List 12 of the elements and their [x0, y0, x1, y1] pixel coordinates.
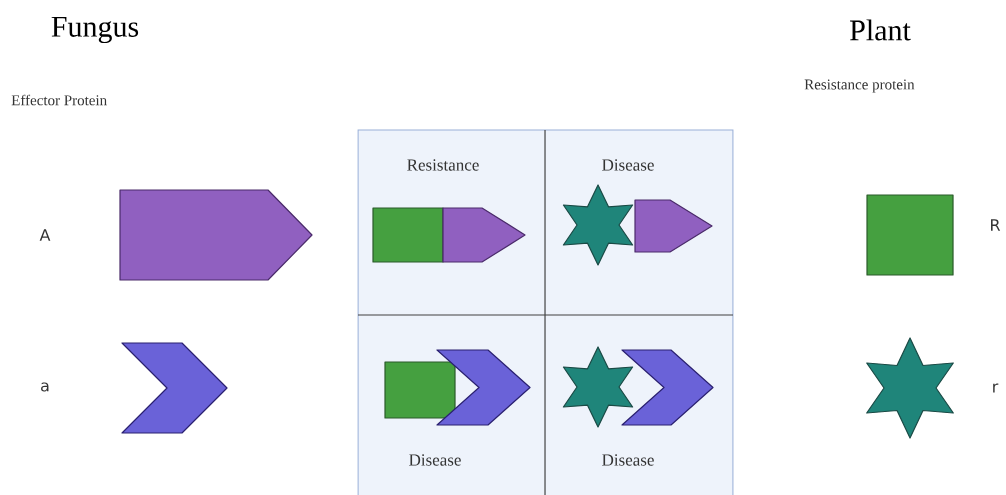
- column-label: Resistance protein: [804, 79, 915, 93]
- node-label: Resistance: [407, 159, 479, 171]
- node-label: Disease: [602, 454, 654, 466]
- heading: Fungus: [51, 16, 139, 44]
- allele-label: r: [993, 383, 999, 393]
- allele-label: A: [39, 229, 51, 241]
- node-label: Disease: [409, 454, 461, 466]
- node-label: Disease: [602, 159, 654, 171]
- column-label: Effector Protein: [11, 94, 107, 106]
- allele-label: R: [991, 219, 1001, 231]
- heading: Plant: [850, 19, 911, 41]
- allele-label: a: [41, 382, 49, 392]
